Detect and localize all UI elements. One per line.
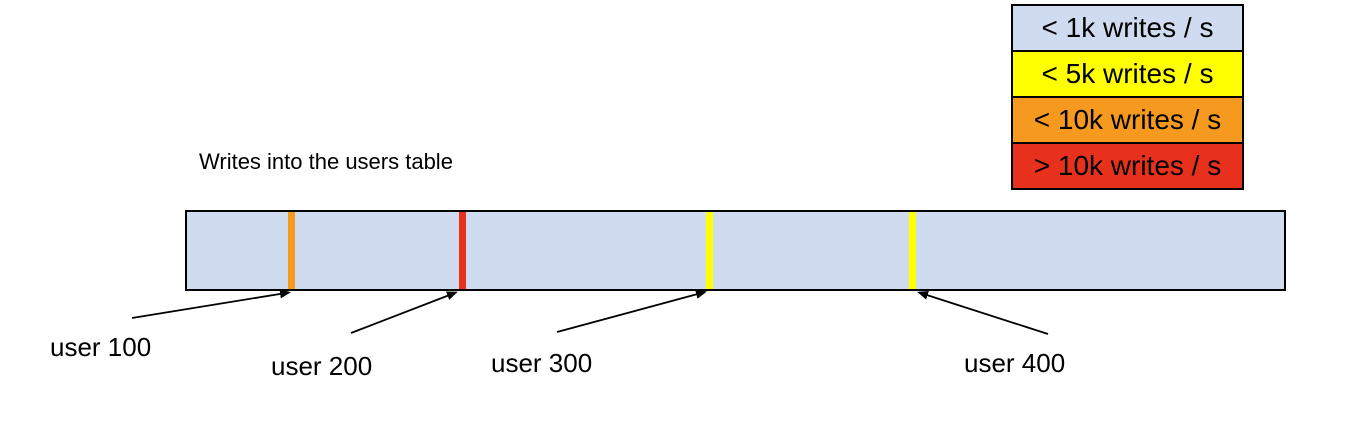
stripe-user-300 — [706, 212, 713, 289]
legend-item-label: < 10k writes / s — [1033, 104, 1222, 135]
arrow-user-100 — [131, 289, 291, 319]
legend-item-lt-10k: < 10k writes / s — [1011, 96, 1244, 144]
legend-item-lt-1k: < 1k writes / s — [1011, 4, 1244, 52]
legend-item-label: > 10k writes / s — [1033, 150, 1222, 181]
diagram-title: Writes into the users table — [199, 149, 453, 174]
legend: < 1k writes / s < 5k writes / s < 10k wr… — [1011, 4, 1244, 190]
users-table-bar — [185, 210, 1286, 291]
label-user-400: user 400 — [964, 348, 1066, 378]
legend-item-label: < 1k writes / s — [1041, 12, 1214, 43]
legend-item-label: < 5k writes / s — [1041, 58, 1214, 89]
legend-item-lt-5k: < 5k writes / s — [1011, 50, 1244, 98]
stripe-user-200 — [459, 212, 466, 289]
label-user-100: user 100 — [50, 332, 152, 362]
stripe-user-400 — [909, 212, 916, 289]
arrow-user-300 — [556, 290, 707, 333]
arrow-user-200 — [350, 291, 458, 334]
legend-item-gt-10k: > 10k writes / s — [1011, 142, 1244, 190]
arrow-user-400 — [917, 290, 1049, 335]
label-user-200: user 200 — [271, 351, 373, 381]
label-user-300: user 300 — [491, 348, 593, 378]
stripe-user-100 — [288, 212, 295, 289]
